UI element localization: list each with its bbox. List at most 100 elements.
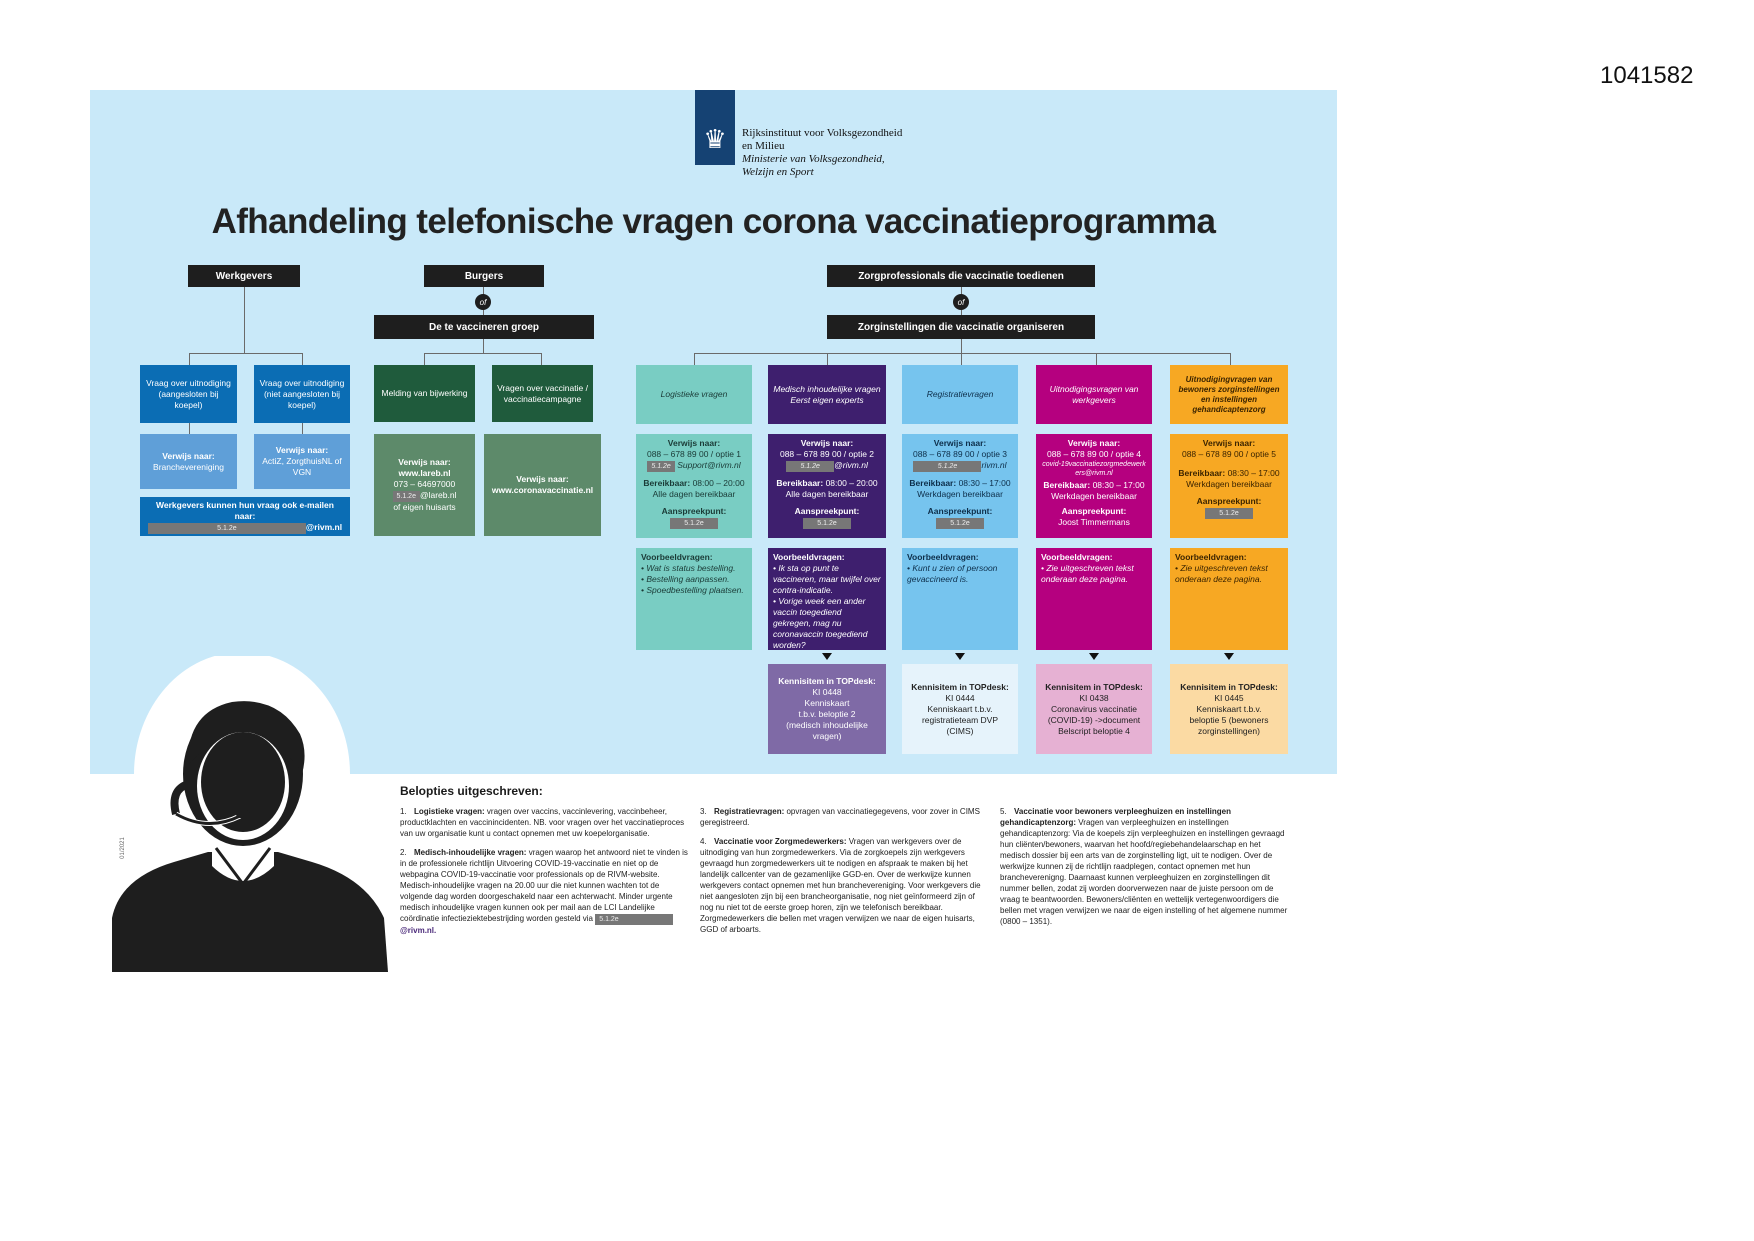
- connector: [541, 353, 542, 365]
- mail-domain: @rivm.nl: [305, 521, 343, 532]
- redacted-block: 5.1.2e: [670, 518, 718, 529]
- beloptie-item: 3.Registratievragen: opvragen van vaccin…: [700, 806, 990, 828]
- connector: [827, 353, 828, 365]
- option-5-examples: Voorbeeldvragen: • Zie uitgeschreven tek…: [1170, 548, 1288, 650]
- example-item: • Zie uitgeschreven tekst onderaan deze …: [1041, 563, 1134, 584]
- item-number: 2.: [400, 848, 407, 857]
- belopties-column-3: 5.Vaccinatie voor bewoners verpleeghuize…: [1000, 806, 1290, 935]
- option-title-text: Uitnodigingvragen van bewoners zorginste…: [1178, 374, 1280, 414]
- connector: [424, 353, 541, 354]
- reach-days: Alle dagen bereikbaar: [652, 489, 736, 499]
- werkgevers-question-niet-aangesloten: Vraag over uitnodiging (niet aangesloten…: [254, 365, 350, 423]
- item-text: vragen waarop het antwoord niet te vinde…: [400, 848, 688, 923]
- connector: [189, 353, 190, 365]
- item-heading: Medisch-inhoudelijke vragen:: [414, 848, 527, 857]
- referral-website: www.lareb.nl: [398, 468, 451, 478]
- referral-phone: 088 – 678 89 00 / optie 3: [912, 449, 1008, 459]
- kennisitem-title: Kennisitem in TOPdesk:: [778, 676, 876, 686]
- referral-label: Verwijs naar:: [667, 438, 721, 448]
- header-te-vaccineren-groep: De te vaccineren groep: [374, 315, 594, 339]
- option-3-title: Registratievragen: [902, 365, 1018, 424]
- connector: [189, 353, 303, 354]
- examples-label: Voorbeeldvragen:: [1041, 552, 1113, 562]
- option-5-title: Uitnodigingvragen van bewoners zorginste…: [1170, 365, 1288, 424]
- item-number: 4.: [700, 837, 707, 846]
- connector: [1230, 353, 1231, 365]
- contact-label: Aanspreekpunt:: [1061, 506, 1127, 516]
- connector: [694, 353, 1230, 354]
- referral-mail: rivm.nl: [981, 460, 1007, 470]
- option-title-text: Uitnodigingsvragen van werkgevers: [1049, 383, 1139, 405]
- connector: [424, 353, 425, 365]
- example-item: • Spoedbestelling plaatsen.: [641, 585, 744, 595]
- document-number: 1041582: [1600, 62, 1694, 89]
- call-center-agent-icon: [112, 656, 388, 972]
- contact-label: Aanspreekpunt:: [1196, 496, 1262, 506]
- examples-label: Voorbeeldvragen:: [773, 552, 845, 562]
- kennisitem-line: (CIMS): [946, 725, 974, 736]
- reach-label: Bereikbaar:: [1178, 468, 1226, 478]
- header-burgers: Burgers: [424, 265, 544, 287]
- burgers-referral-coronavaccinatie: Verwijs naar: www.coronavaccinatie.nl: [484, 434, 601, 536]
- burgers-referral-lareb: Verwijs naar: www.lareb.nl 073 – 6469700…: [374, 434, 475, 536]
- crest-icon: ♛: [703, 124, 727, 154]
- referral-label: Verwijs naar:: [398, 457, 451, 467]
- referral-website: www.coronavaccinatie.nl: [491, 485, 594, 495]
- box-text: Melding van bijwerking: [381, 388, 468, 398]
- item-text: Vragen van verpleeghuizen en instellinge…: [1000, 818, 1288, 926]
- referral-mail: @rivm.nl: [834, 460, 868, 470]
- option-2-title: Medisch inhoudelijke vragen Eerst eigen …: [768, 365, 886, 424]
- reach-days: Werkdagen bereikbaar: [917, 489, 1003, 499]
- beloptie-item: 2. Medisch-inhoudelijke vragen: vragen wa…: [400, 847, 690, 936]
- or-badge: of: [953, 294, 969, 310]
- connector: [189, 422, 190, 434]
- option-1-details: Verwijs naar: 088 – 678 89 00 / optie 1 …: [636, 434, 752, 538]
- option-5-details: Verwijs naar: 088 – 678 89 00 / optie 5 …: [1170, 434, 1288, 538]
- redacted-block: 5.1.2e: [913, 461, 982, 472]
- referral-label: Verwijs naar:: [1067, 438, 1121, 448]
- reach-hours: 08:30 – 17:00: [958, 478, 1011, 488]
- kennisitem-line: Kenniskaart: [804, 698, 850, 708]
- reach-hours: 08:00 – 20:00: [692, 478, 745, 488]
- connector: [961, 353, 962, 365]
- referral-mail: Support@rivm.nl: [677, 460, 741, 470]
- kennisitem-title: Kennisitem in TOPdesk:: [911, 681, 1009, 692]
- option-title-text: Registratievragen: [926, 389, 994, 399]
- mail-text: Werkgevers kunnen hun vraag ook e-mailen…: [156, 499, 334, 521]
- kennisitem-line: KI 0445: [1214, 692, 1244, 703]
- kennisitem-title: Kennisitem in TOPdesk:: [1180, 681, 1278, 692]
- example-item: • Vorige week een ander vaccin toegedien…: [773, 596, 868, 650]
- example-item: • Bestelling aanpassen.: [641, 574, 730, 584]
- beloptie-item: 1.Logistieke vragen: vragen over vaccins…: [400, 806, 690, 839]
- contact-label: Aanspreekpunt:: [794, 506, 860, 516]
- example-item: • Kunt u zien of persoon gevaccineerd is…: [907, 563, 998, 584]
- belopties-column-2: 3.Registratievragen: opvragen van vaccin…: [700, 806, 990, 943]
- examples-label: Voorbeeldvragen:: [1175, 552, 1247, 562]
- option-3-kennisitem: Kennisitem in TOPdesk: KI 0444 Kenniskaa…: [902, 664, 1018, 754]
- kennisitem-line: Kenniskaart t.b.v.: [927, 703, 993, 714]
- example-item: • Ik sta op punt te vaccineren, maar twi…: [773, 563, 881, 595]
- item-heading: Vaccinatie voor Zorgmedewerkers:: [714, 837, 847, 846]
- kennisitem-line: Belscript beloptie 4: [1058, 725, 1130, 736]
- referral-label: Verwijs naar:: [933, 438, 987, 448]
- reach-label: Bereikbaar:: [776, 478, 824, 488]
- kennisitem-line: Kenniskaart t.b.v.: [1196, 703, 1262, 714]
- referral-label: Verwijs naar:: [162, 450, 215, 461]
- beloptie-item: 5.Vaccinatie voor bewoners verpleeghuize…: [1000, 806, 1290, 927]
- box-text: Vragen over vaccinatie / vaccinatiecampa…: [497, 382, 588, 404]
- referral-phone: 088 – 678 89 00 / optie 4: [1046, 449, 1142, 459]
- werkgevers-referral-2: Verwijs naar: ActiZ, ZorgthuisNL of VGN: [254, 434, 350, 489]
- referral-label: Verwijs naar:: [1202, 438, 1256, 448]
- item-number: 1.: [400, 807, 407, 816]
- referral-label: Verwijs naar:: [275, 445, 329, 455]
- logo-line-3: Ministerie van Volksgezondheid,: [742, 153, 885, 165]
- referral-value: Branchevereniging: [153, 461, 224, 472]
- examples-label: Voorbeeldvragen:: [641, 552, 713, 562]
- side-reference-number: 01/2021: [119, 837, 126, 859]
- logo-text: Rijksinstituut voor Volksgezondheid en M…: [742, 127, 902, 179]
- reach-label: Bereikbaar:: [909, 478, 957, 488]
- item-heading: Vaccinatie voor bewoners verpleeghuizen …: [1000, 807, 1231, 827]
- connector: [1096, 353, 1097, 365]
- option-3-examples: Voorbeeldvragen: • Kunt u zien of persoo…: [902, 548, 1018, 650]
- reach-hours: 08:00 – 20:00: [825, 478, 878, 488]
